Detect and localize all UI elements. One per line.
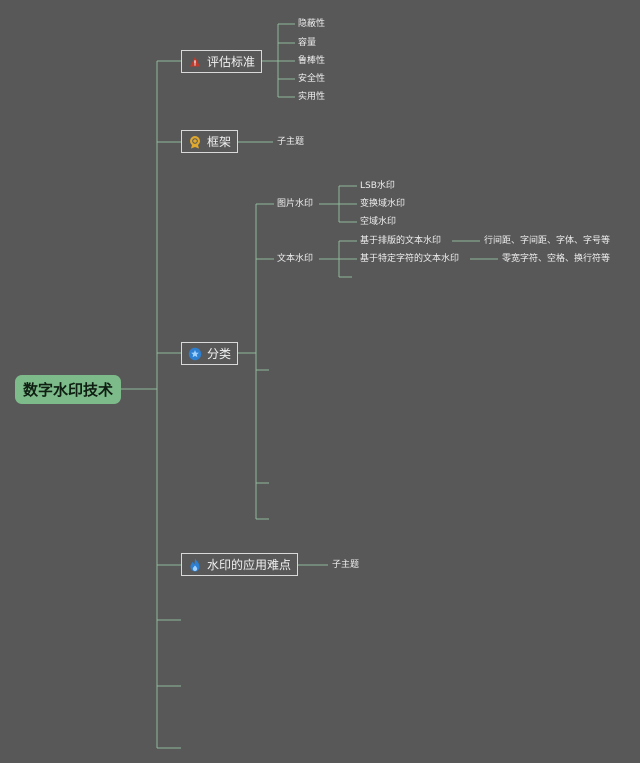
subtopic-capacity[interactable]: 容量 <box>298 38 317 48</box>
subtopic-spatial-domain-watermark[interactable]: 空域水印 <box>360 217 397 227</box>
subtopic-image-watermark[interactable]: 图片水印 <box>277 199 314 209</box>
subtopic-robustness[interactable]: 鲁棒性 <box>298 56 326 66</box>
topic-evaluation-criteria[interactable]: 评估标准 <box>181 50 263 73</box>
subtopic-placeholder[interactable]: 子主题 <box>332 560 360 570</box>
root-topic[interactable]: 数字水印技术 <box>15 375 121 404</box>
topic-classification[interactable]: 分类 <box>181 342 239 365</box>
topic-label: 框架 <box>207 135 232 149</box>
subtopic-text-watermark[interactable]: 文本水印 <box>277 254 314 264</box>
subtopic-layout-based-text-watermark[interactable]: 基于排版的文本水印 <box>360 236 442 246</box>
detail-layout-attributes[interactable]: 行间距、字间距、字体、字号等 <box>484 236 611 246</box>
subtopic-lsb-watermark[interactable]: LSB水印 <box>360 181 395 191</box>
flame-icon <box>188 558 202 572</box>
triangle-warning-icon <box>188 55 202 69</box>
subtopic-transform-domain-watermark[interactable]: 变换域水印 <box>360 199 406 209</box>
topic-label: 分类 <box>207 347 232 361</box>
subtopic-practicality[interactable]: 实用性 <box>298 92 326 102</box>
subtopic-security[interactable]: 安全性 <box>298 74 326 84</box>
topic-label: 评估标准 <box>207 55 256 69</box>
topic-application-difficulties[interactable]: 水印的应用难点 <box>181 553 299 576</box>
topic-label: 水印的应用难点 <box>207 558 292 572</box>
star-icon <box>188 347 202 361</box>
subtopic-concealment[interactable]: 隐蔽性 <box>298 19 326 29</box>
topic-framework[interactable]: 框架 <box>181 130 239 153</box>
subtopic-character-based-text-watermark[interactable]: 基于特定字符的文本水印 <box>360 254 460 264</box>
detail-special-characters[interactable]: 零宽字符、空格、换行符等 <box>502 254 611 264</box>
subtopic-placeholder[interactable]: 子主题 <box>277 137 305 147</box>
medal-icon <box>188 135 202 149</box>
